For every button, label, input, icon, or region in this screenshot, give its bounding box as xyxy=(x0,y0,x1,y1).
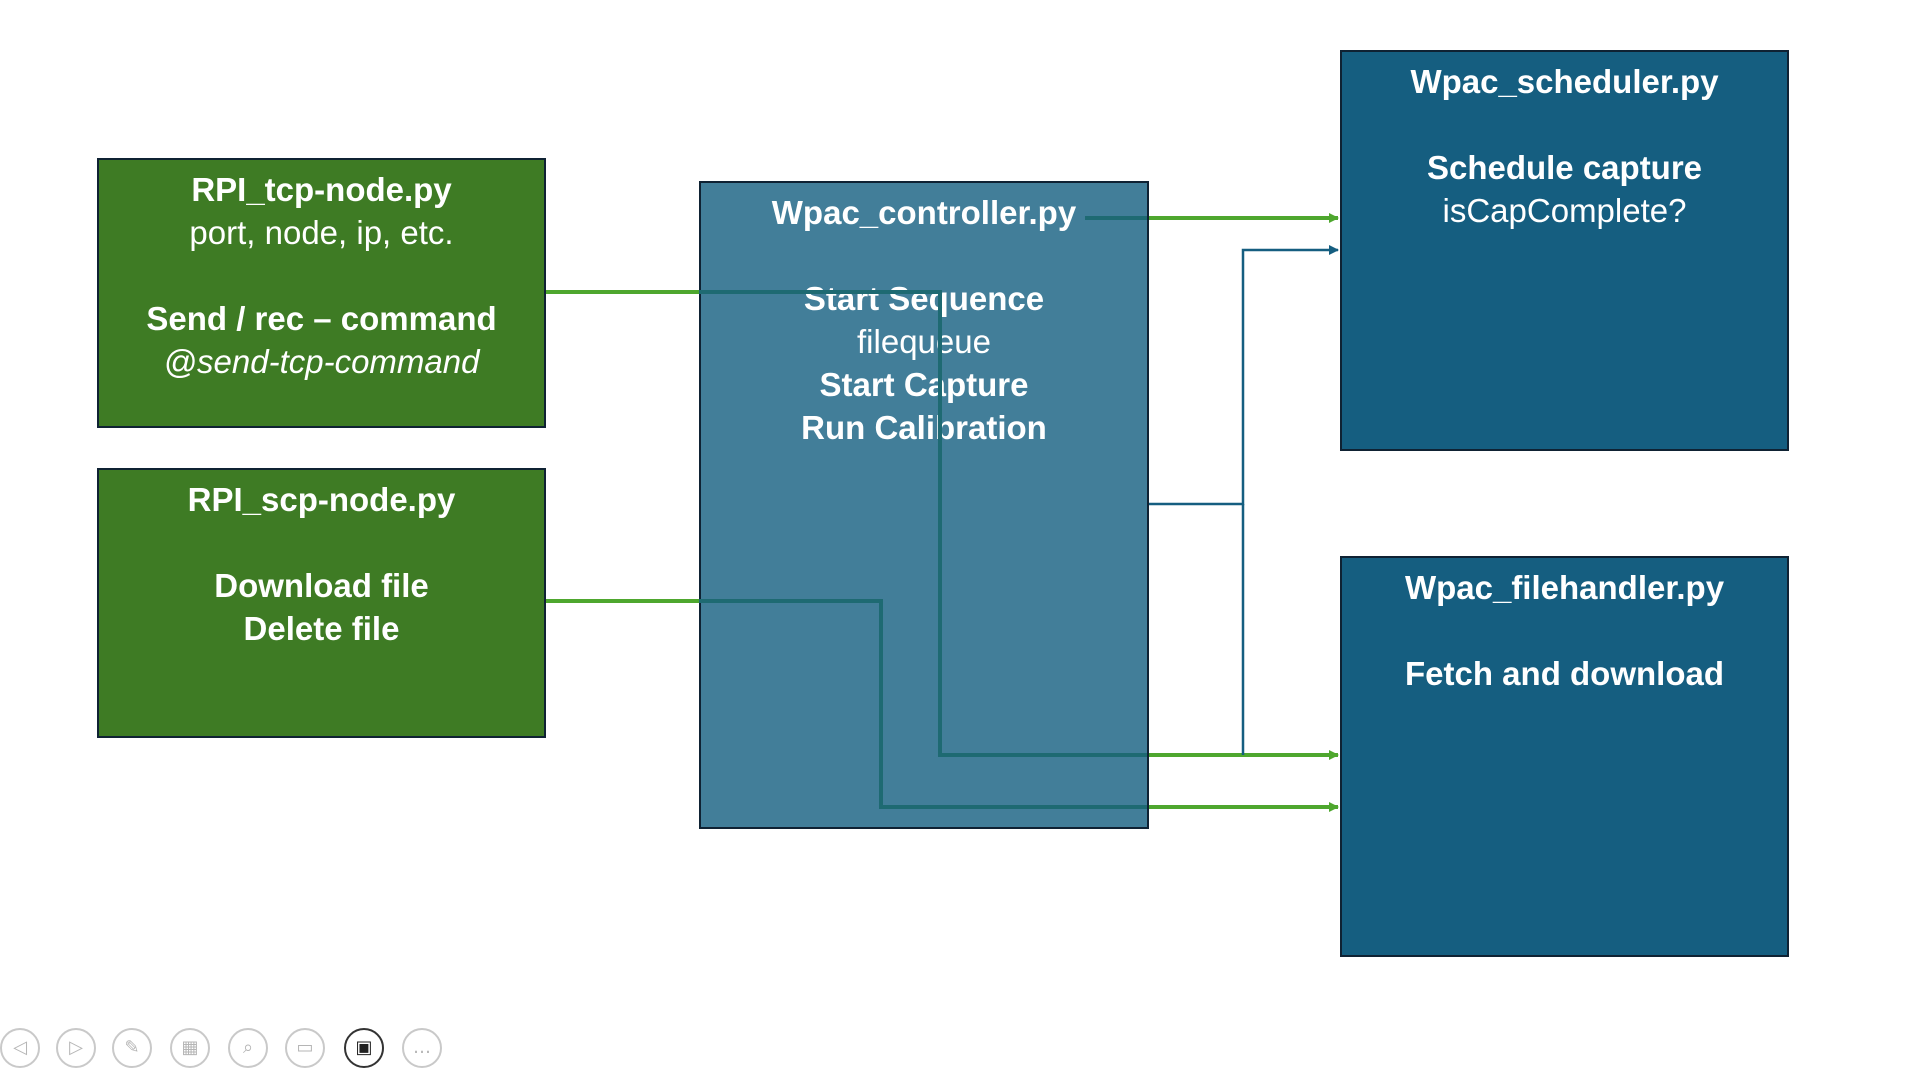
pen-icon[interactable]: ✎ xyxy=(112,1028,152,1068)
rpi-tcp-node-box: RPI_tcp-node.py port, node, ip, etc. Sen… xyxy=(97,158,546,428)
controller-run-calibration: Run Calibration xyxy=(801,409,1047,446)
rpi-scp-node-box: RPI_scp-node.py Download file Delete fil… xyxy=(97,468,546,738)
scheduler-iscapcomplete: isCapComplete? xyxy=(1442,192,1687,229)
tcp-node-title: RPI_tcp-node.py xyxy=(191,171,452,208)
spacer xyxy=(1342,609,1787,652)
filehandler-box: Wpac_filehandler.py Fetch and download xyxy=(1340,556,1789,957)
controller-start-sequence: Start Sequence xyxy=(803,280,1045,317)
scheduler-box: Wpac_scheduler.py Schedule capture isCap… xyxy=(1340,50,1789,451)
spacer xyxy=(99,254,544,297)
tcp-node-decorator: @send-tcp-command xyxy=(163,343,480,380)
controller-box: Wpac_controller.py Start Sequence filequ… xyxy=(699,181,1149,829)
tcp-node-params: port, node, ip, etc. xyxy=(189,214,454,251)
filehandler-fetch-download: Fetch and download xyxy=(1405,655,1724,692)
more-options-icon[interactable]: … xyxy=(402,1028,442,1068)
scheduler-title: Wpac_scheduler.py xyxy=(1410,63,1719,100)
filehandler-title: Wpac_filehandler.py xyxy=(1404,569,1725,606)
scp-node-delete: Delete file xyxy=(243,610,400,647)
controller-filequeue: filequeue xyxy=(857,323,991,360)
slides-grid-icon[interactable]: ▦ xyxy=(170,1028,210,1068)
controller-title: Wpac_controller.py xyxy=(771,194,1077,231)
scp-node-title: RPI_scp-node.py xyxy=(187,481,456,518)
spacer xyxy=(1342,103,1787,146)
spacer xyxy=(99,521,544,564)
controller-to-scheduler-thin-connector xyxy=(1149,245,1339,506)
tcp-node-send-rec: Send / rec – command xyxy=(146,300,497,337)
scheduler-schedule-capture: Schedule capture xyxy=(1426,149,1703,186)
scp-node-download: Download file xyxy=(214,567,429,604)
zoom-icon[interactable]: ⌕ xyxy=(228,1028,268,1068)
subtitles-icon[interactable]: ▭ xyxy=(285,1028,325,1068)
camera-icon[interactable]: ▣ xyxy=(344,1028,384,1068)
spacer xyxy=(701,234,1147,277)
controller-start-capture: Start Capture xyxy=(819,366,1029,403)
next-slide-icon[interactable]: ▷ xyxy=(56,1028,96,1068)
previous-slide-icon[interactable]: ◁ xyxy=(0,1028,40,1068)
